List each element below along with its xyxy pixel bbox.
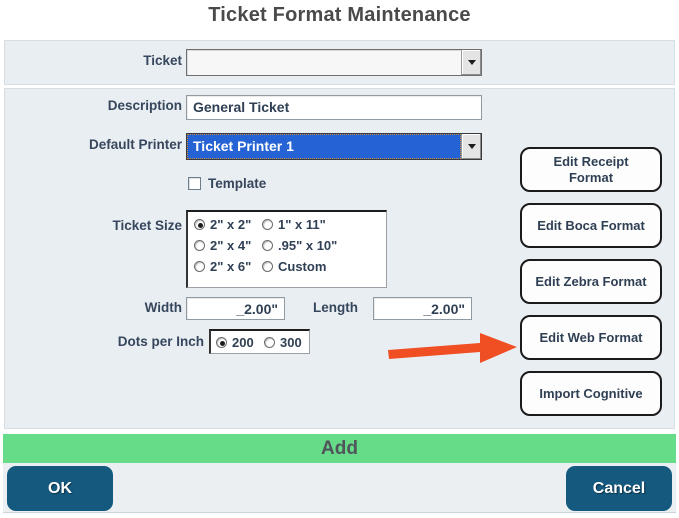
ticket-label: Ticket bbox=[143, 53, 182, 68]
width-input[interactable]: _2.00" bbox=[186, 297, 285, 320]
template-label: Template bbox=[208, 176, 267, 191]
edit-web-format-button[interactable]: Edit Web Format bbox=[520, 315, 662, 360]
width-label: Width bbox=[144, 300, 182, 315]
description-input[interactable]: General Ticket bbox=[186, 95, 482, 120]
dots-per-inch-label: Dots per Inch bbox=[117, 334, 204, 349]
ok-button[interactable]: OK bbox=[7, 466, 113, 511]
default-printer-dropdown[interactable]: Ticket Printer 1 bbox=[186, 133, 482, 160]
radio-icon bbox=[216, 337, 227, 348]
description-label: Description bbox=[107, 98, 182, 113]
radio-icon bbox=[262, 219, 273, 230]
chevron-down-icon bbox=[467, 144, 476, 149]
ticket-dropdown[interactable] bbox=[186, 49, 482, 76]
radio-icon bbox=[194, 240, 205, 251]
template-checkbox-row: Template bbox=[188, 176, 266, 191]
ticket-size-option-2x4[interactable]: 2" x 4" bbox=[194, 238, 251, 253]
ticket-select-panel: Ticket bbox=[4, 40, 675, 85]
radio-icon bbox=[264, 337, 275, 348]
ticket-size-option-custom[interactable]: Custom bbox=[262, 259, 326, 274]
bottom-action-strip bbox=[3, 463, 676, 513]
main-form-panel: Description General Ticket Default Print… bbox=[4, 88, 675, 429]
default-printer-value: Ticket Printer 1 bbox=[187, 134, 461, 159]
radio-icon bbox=[262, 261, 273, 272]
radio-icon bbox=[194, 219, 205, 230]
dpi-option-300[interactable]: 300 bbox=[264, 335, 302, 350]
ticket-size-option-2x6[interactable]: 2" x 6" bbox=[194, 259, 251, 274]
page-title: Ticket Format Maintenance bbox=[208, 4, 471, 26]
radio-icon bbox=[262, 240, 273, 251]
default-printer-label: Default Printer bbox=[88, 137, 182, 152]
import-cognitive-button[interactable]: Import Cognitive bbox=[520, 371, 662, 416]
ticket-size-option-1x11[interactable]: 1" x 11" bbox=[262, 217, 326, 232]
pointer-arrow-icon bbox=[388, 333, 517, 363]
ticket-size-option-95x10[interactable]: .95" x 10" bbox=[262, 238, 337, 253]
dots-per-inch-group: 200 300 bbox=[209, 329, 310, 354]
dpi-option-200[interactable]: 200 bbox=[216, 335, 254, 350]
chevron-down-icon bbox=[467, 60, 476, 65]
edit-zebra-format-button[interactable]: Edit Zebra Format bbox=[520, 259, 662, 304]
edit-boca-format-button[interactable]: Edit Boca Format bbox=[520, 203, 662, 248]
template-checkbox[interactable] bbox=[188, 177, 201, 190]
ticket-dropdown-button[interactable] bbox=[461, 50, 481, 75]
ticket-size-group: 2" x 2" 1" x 11" 2" x 4" .95" x 10" 2" x… bbox=[186, 210, 387, 288]
length-input[interactable]: _2.00" bbox=[373, 297, 472, 320]
default-printer-dropdown-button[interactable] bbox=[461, 134, 481, 159]
ticket-size-label: Ticket Size bbox=[112, 218, 182, 233]
length-label: Length bbox=[313, 300, 358, 315]
cancel-button[interactable]: Cancel bbox=[566, 466, 672, 511]
edit-receipt-format-button[interactable]: Edit Receipt Format bbox=[520, 147, 662, 192]
radio-icon bbox=[194, 261, 205, 272]
ticket-dropdown-value bbox=[187, 50, 461, 75]
ticket-size-option-2x2[interactable]: 2" x 2" bbox=[194, 217, 251, 232]
add-button[interactable]: Add bbox=[3, 434, 676, 463]
